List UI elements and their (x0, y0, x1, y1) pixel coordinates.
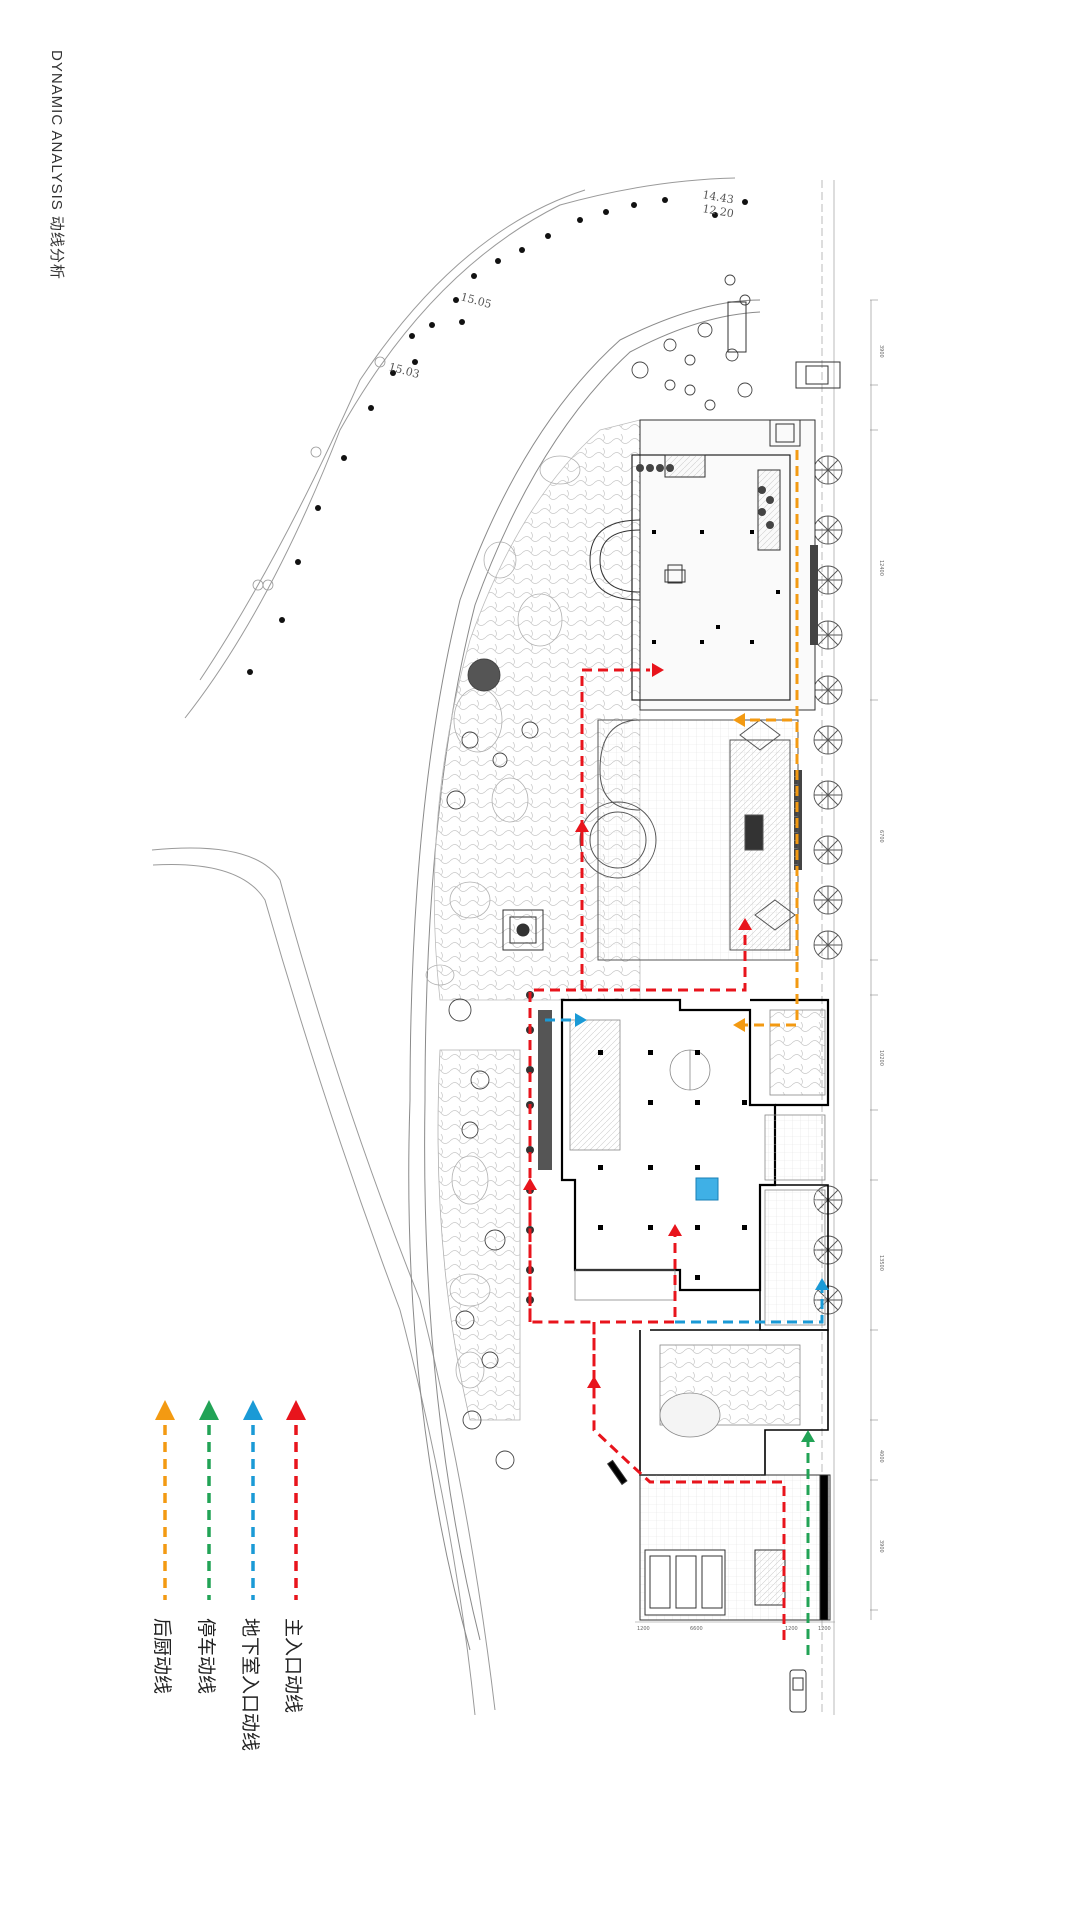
indoor-pool (695, 1177, 719, 1201)
elevation-markers (252, 356, 386, 591)
arriving-car (789, 1669, 807, 1713)
elevation-label-1: 14.43 (701, 188, 734, 206)
legend-label-kitchen: 后厨动线 (151, 1618, 173, 1695)
triangle-up-icon-main (286, 1400, 306, 1420)
arrow-orange-2 (733, 1018, 745, 1032)
svg-text:4000: 4000 (878, 1450, 884, 1463)
courtyard (579, 719, 799, 961)
elevation-label-3: 15.05 (459, 290, 493, 311)
main-entrance-route-2 (528, 930, 747, 1322)
arrow-green (801, 1430, 815, 1442)
legend-label-basement: 地下室入口动线 (239, 1618, 261, 1752)
house-interior (569, 1009, 826, 1438)
svg-text:3900: 3900 (878, 1540, 884, 1553)
upper-building-columns (652, 530, 780, 644)
svg-text:13500: 13500 (878, 1255, 884, 1271)
legend-label-parking: 停车动线 (195, 1618, 217, 1695)
dimension-labels: 3900 12400 6700 10200 13500 4000 3900 12… (637, 345, 884, 1632)
svg-text:1200: 1200 (637, 1626, 650, 1632)
basement-route-2 (675, 1290, 824, 1324)
arrow-blue-1 (575, 1013, 587, 1027)
svg-text:3900: 3900 (878, 345, 884, 358)
routes (528, 450, 824, 1655)
svg-text:1200: 1200 (785, 1626, 798, 1632)
arrow-orange-1 (733, 713, 745, 727)
svg-text:6600: 6600 (690, 1626, 703, 1632)
arrow-red-2 (575, 820, 589, 832)
arrow-red-1 (652, 663, 664, 677)
arrow-blue-2 (815, 1278, 829, 1290)
svg-text:6700: 6700 (878, 830, 884, 843)
landscape-garden (425, 419, 641, 1421)
triangle-up-icon-kitchen (155, 1400, 175, 1420)
road-outline (151, 177, 736, 1716)
main-entrance-route-1 (528, 1185, 786, 1640)
arrow-red-3 (738, 918, 752, 930)
main-entrance-route-3 (580, 668, 650, 990)
legend-arrowheads (155, 1400, 306, 1420)
elevation-label-2: 12.20 (701, 202, 734, 220)
garage (606, 1459, 831, 1621)
house-columns (598, 1050, 747, 1280)
arrow-red-5 (668, 1224, 682, 1236)
arrow-red-4 (523, 1178, 537, 1190)
svg-text:10200: 10200 (878, 1050, 884, 1066)
svg-text:1200: 1200 (818, 1626, 831, 1632)
kitchen-route-1 (745, 450, 799, 1027)
dimension-line (870, 299, 878, 1611)
svg-text:12400: 12400 (878, 560, 884, 576)
triangle-up-icon-parking (199, 1400, 219, 1420)
garden-trees (446, 274, 753, 1470)
main-entrance-route-5 (600, 1235, 677, 1324)
top-parking (727, 301, 841, 447)
triangle-up-icon-basement (243, 1400, 263, 1420)
legend-graphics (163, 1425, 298, 1600)
arrow-red-6 (587, 1376, 601, 1388)
street-lamps (247, 197, 748, 675)
legend-label-main: 主入口动线 (282, 1618, 304, 1714)
route-arrowheads (523, 663, 829, 1442)
pavilion (502, 909, 544, 951)
